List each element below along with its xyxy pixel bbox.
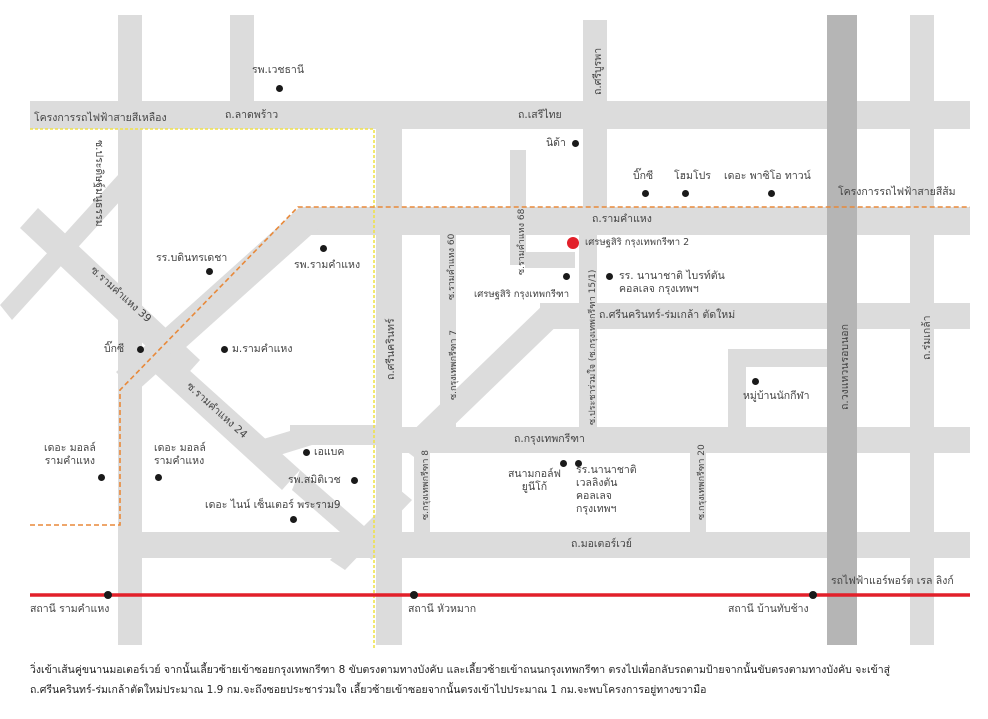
station-label-hua-mak: สถานี หัวหมาก [408,603,477,615]
road-srinakarin [376,129,402,645]
place-label-bigc-top: บิ๊กซี [633,170,654,182]
road-label-pracha-ruam-jai: ซ.ประชาร่วมใจ (ซ.กรุงเทพกรีฑา 15/1) [588,269,598,425]
rail-label-orange: โครงการรถไฟฟ้าสายสีส้ม [838,186,956,198]
place-label-nine-center: เดอะ ไนน์ เซ็นเตอร์ พระราม9 [205,499,341,511]
place-marker-setthasiri-kk [563,273,570,280]
place-label-setthasiri-kk: เศรษฐสิริ กรุงเทพกรีฑา [474,289,570,300]
place-marker-bigc-left [137,346,144,353]
road-right-stub [910,15,934,645]
place-marker-bodindecha [206,268,213,275]
directions-line-1: วิ่งเข้าเส้นคู่ขนานมอเตอร์เวย์ จากนั้นเล… [30,664,891,676]
place-label-mall-2: เดอะ มอลล์ รามคำแหง [154,442,206,467]
place-label-paseo: เดอะ พาซิโอ ทาวน์ [724,170,811,182]
road-diagonal-pracha [0,175,130,320]
road-network [0,15,970,645]
place-marker-bright-college [606,273,613,280]
place-marker-ram-hospital [320,245,327,252]
place-marker-homepro [682,190,689,197]
road-label-seri-thai: ถ.เสรีไทย [518,109,562,121]
place-marker-samitivej [351,477,358,484]
place-label-ram-university: ม.รามคำแหง [232,343,293,355]
rail-label-yellow: โครงการรถไฟฟ้าสายสีเหลือง [34,112,167,124]
road-motorway [398,532,970,558]
orange-line-route [30,206,970,526]
place-marker-bigc-top [642,190,649,197]
road-interchange-b [330,490,412,570]
road-soi-connector [525,252,575,268]
place-label-homepro: โฮมโปร [674,170,711,182]
road-sri-burapha [583,20,607,210]
area-map [0,15,970,650]
road-krungthep-kreetha [398,427,970,453]
road-srinakarin-romklao [540,303,970,329]
road-label-motorway: ถ.มอเตอร์เวย์ [571,538,632,550]
road-label-krungthep-kreetha: ถ.กรุงเทพกรีฑา [514,433,585,445]
station-label-ramkhamhaeng: สถานี รามคำแหง [30,603,110,615]
directions-text: วิ่งเข้าเส้นคู่ขนานมอเตอร์เวย์ จากนั้นเล… [30,660,970,700]
place-label-unico-golf: สนามกอล์ฟ ยูนีโก้ [508,468,561,493]
place-marker-wellington [575,460,582,467]
road-kk-8 [414,445,430,535]
place-label-samitivej: รพ.สมิติเวช [288,474,341,486]
road-diagonal-srinakarin-link [398,303,565,460]
road-label-pracha-uthit: ซ.ประดิษฐ์มนูธรรม [93,140,105,227]
road-top-middle-stub [230,15,254,103]
destination-label: เศรษฐสิริ กรุงเทพกรีฑา 2 [585,237,690,248]
road-kk-20 [690,453,706,533]
place-marker-mall-2 [155,474,162,481]
place-marker-mall-1 [98,474,105,481]
road-label-srinakarin: ถ.ศรีนครินทร์ [385,318,397,380]
destination-marker[interactable] [567,237,579,249]
road-label-lat-phrao: ถ.ลาดพร้าว [225,109,279,121]
station-marker-ban-thap-chang [809,591,817,599]
road-label-romklao: ถ.ร่มเกล้า [921,315,933,360]
road-label-ram-68: ซ.รามคำแหง 68 [517,208,527,275]
road-ramkhamhaeng [300,207,970,235]
place-marker-vejthani [276,85,283,92]
place-label-abac: เอแบค [314,446,345,458]
place-label-bright-college: รร. นานาชาติ ไบรท์ตัน คอลเลจ กรุงเทพฯ [619,270,725,295]
yellow-line-route [30,128,375,650]
road-kanchanaphisek [827,15,857,645]
road-label-kk-7: ซ.กรุงเทพกรีฑา 7 [449,330,459,400]
road-label-kk-20: ซ.กรุงเทพกรีฑา 20 [697,444,707,520]
rail-label-airport: รถไฟฟ้าแอร์พอร์ต เรล ลิงก์ [831,575,954,587]
road-lat-phrao [30,101,970,129]
road-abac-loop [290,425,380,443]
station-marker-ramkhamhaeng [104,591,112,599]
station-label-ban-thap-chang: สถานี บ้านทับช้าง [728,603,809,615]
place-marker-nine-center [290,516,297,523]
place-label-ram-hospital: รพ.รามคำแหง [294,259,361,271]
place-label-bigc-left: บิ๊กซี [104,343,125,355]
station-marker-hua-mak [410,591,418,599]
place-label-vejthani: รพ.เวชธานี [252,64,304,76]
place-marker-ram-university [221,346,228,353]
place-marker-unico-golf [560,460,567,467]
place-marker-sport-village [752,378,759,385]
road-sport-loop-side [728,349,746,429]
road-label-sri-burapha: ถ.ศรีบูรพา [592,47,604,95]
place-marker-nida [572,140,579,147]
road-label-srinakarin-romklao: ถ.ศรีนครินทร์-ร่มเกล้า ตัดใหม่ [599,309,736,321]
road-diagonal-ram24 [140,342,300,490]
road-label-kanchanaphisek: ถ.วงแหวนรอบนอก [839,324,851,410]
place-label-mall-1: เดอะ มอลล์ รามคำแหง [44,442,96,467]
road-sport-loop-top [728,349,840,367]
road-ram-60 [440,235,456,445]
place-label-sport-village: หมู่บ้านนักกีฬา [743,390,810,402]
road-pracha-ruam-jai [579,235,597,430]
place-label-nida: นิด้า [546,137,566,149]
road-label-kk-8: ซ.กรุงเทพกรีฑา 8 [421,450,431,520]
road-label-ram-60: ซ.รามคำแหง 60 [447,233,457,300]
place-marker-abac [303,449,310,456]
directions-line-2: ถ.ศรีนครินทร์-ร่มเกล้าตัดใหม่ประมาณ 1.9 … [30,684,707,696]
place-label-bodindecha: รร.บดินทรเดชา [156,252,228,264]
place-marker-paseo [768,190,775,197]
road-label-ramkhamhaeng: ถ.รามคำแหง [592,213,652,225]
place-label-wellington: รร.นานาชาติ เวลลิงตัน คอลเลจ กรุงเทพฯ [576,464,637,515]
